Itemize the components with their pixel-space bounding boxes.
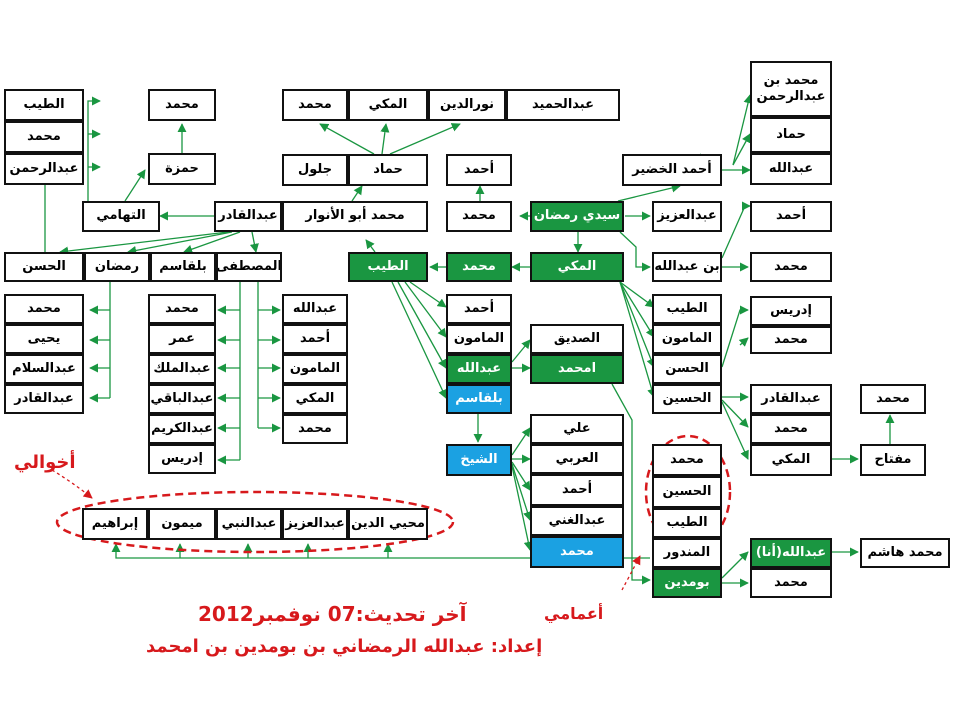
node-mekki-top: المكي (348, 89, 428, 121)
node-abdallah-r: عبدالله (750, 153, 832, 185)
node-belkacem-left: بلقاسم (150, 252, 216, 282)
node-abdelkader-rr: عبدالقادر (750, 384, 832, 414)
node-tayeb-u3: الطيب (652, 508, 722, 538)
node-mohamed-u1: محمد (652, 444, 722, 476)
node-ahmed-top: أحمد (446, 154, 512, 186)
node-abdelhamid: عبدالحميد (506, 89, 620, 121)
node-mohamed-hachem: محمد هاشم (860, 538, 950, 568)
node-ahmed-t1: أحمد (446, 294, 512, 324)
node-tayeb-top: الطيب (4, 89, 84, 121)
node-houcine-rr: الحسين (652, 384, 722, 414)
node-tuhami: التهامي (82, 201, 160, 232)
node-mohamed-c5: محمد (530, 536, 624, 568)
node-abdelaziz-r: عبدالعزيز (652, 201, 722, 232)
node-tayeb-rr: الطيب (652, 294, 722, 324)
node-mohamed-rr2: محمد (750, 326, 832, 354)
node-mamoun-rr: المامون (652, 324, 722, 354)
node-mohamed-l1: محمد (4, 294, 84, 324)
node-mandour: المندور (652, 538, 722, 568)
node-ahmed-m2: أحمد (282, 324, 348, 354)
node-mohamed-top: محمد (282, 89, 348, 121)
red-arrows (51, 469, 641, 591)
node-abdelkader-mid: عبدالقادر (214, 201, 282, 232)
node-mohamed-hamza-top: محمد (148, 89, 216, 121)
node-abderrahmane-tl: عبدالرحمن (4, 153, 84, 185)
node-mekki-center: المكي (530, 252, 624, 282)
node-houcine-u2: الحسين (652, 476, 722, 508)
node-idriss-b6: إدريس (148, 444, 216, 474)
node-sidi-ramdane: سيدي رمضان (530, 201, 624, 232)
node-mohamed-mid: محمد (446, 201, 512, 232)
node-mohamed-b1: محمد (148, 294, 216, 324)
connector-lines (44, 94, 895, 588)
node-abdelkader-l4: عبدالقادر (4, 384, 84, 414)
node-hamad: حماد (348, 154, 428, 186)
node-abdallah-ana: عبدالله(أنا) (750, 538, 832, 568)
node-mohamed-m5: محمد (282, 414, 348, 444)
node-abdallah-t3: عبدالله (446, 354, 512, 384)
node-moftah: مفتاح (860, 444, 926, 476)
node-maimoun: ميمون (148, 508, 216, 540)
node-boumediene: بومدين (652, 568, 722, 598)
label-paternal-uncles: أعمامي (544, 604, 604, 623)
node-ben-abdallah: بن عبدالله (652, 252, 722, 282)
node-ahmed-khedir: أحمد الخضير (622, 154, 722, 186)
node-idriss-rr: إدريس (750, 296, 832, 326)
node-mohamed-far: محمد (860, 384, 926, 414)
node-abdennabi: عبدالنبي (216, 508, 282, 540)
node-abdelaziz-m: عبدالعزيز (282, 508, 348, 540)
node-mustapha: المصطفى (216, 252, 282, 282)
node-mamoun-t2: المامون (446, 324, 512, 354)
node-jalloul: جلول (282, 154, 348, 186)
node-belkacem-t4: بلقاسم (446, 384, 512, 414)
node-ahmed-r: أحمد (750, 201, 832, 232)
node-ahmed-c3: أحمد (530, 474, 624, 506)
node-abdelghani: عبدالغني (530, 506, 624, 536)
node-hamza: حمزة (148, 153, 216, 185)
node-yahia: يحيى (4, 324, 84, 354)
node-mekki-m4: المكي (282, 384, 348, 414)
node-abdelbaki: عبدالباقي (148, 384, 216, 414)
label-last-update: آخر تحديث:07 نوفمبر2012 (198, 602, 467, 626)
node-mohamed-rr3: محمد (750, 414, 832, 444)
node-abdelkarim: عبدالكريم (148, 414, 216, 444)
node-amhamed: امحمد (530, 354, 624, 384)
red-annotations (55, 434, 732, 554)
node-mamoun-m3: المامون (282, 354, 348, 384)
node-noureddine: نورالدين (428, 89, 506, 121)
node-mahieddine: محيي الدين (348, 508, 428, 540)
node-mohamed-abouanwar: محمد أبو الأنوار (282, 201, 428, 232)
node-larbi: العربي (530, 444, 624, 474)
node-tayeb-center: الطيب (348, 252, 428, 282)
node-hassan-rr: الحسن (652, 354, 722, 384)
label-maternal-uncles: أخوالي (14, 452, 76, 473)
node-abdallah-m1: عبدالله (282, 294, 348, 324)
node-cheikh: الشيخ (446, 444, 512, 476)
node-mohamed-bm2: محمد (750, 568, 832, 598)
node-mohamed-center: محمد (446, 252, 512, 282)
paternal-uncles-ellipse (644, 434, 732, 550)
node-abdessalam: عبدالسلام (4, 354, 84, 384)
maternal-uncles-ellipse (55, 490, 455, 554)
node-seddik: الصديق (530, 324, 624, 354)
node-mohamed-tl: محمد (4, 121, 84, 153)
node-hammad-r: حماد (750, 117, 832, 153)
node-omar: عمر (148, 324, 216, 354)
node-mohamed-ben-abderrahmane: محمد بن عبدالرحمن (750, 61, 832, 117)
node-mohamed-r-row: محمد (750, 252, 832, 282)
label-prepared-by: إعداد: عبدالله الرمضاني بن بومدين بن امح… (146, 636, 543, 657)
node-ali: علي (530, 414, 624, 444)
node-ibrahim: إبراهيم (82, 508, 148, 540)
node-abdelmalek: عبدالملك (148, 354, 216, 384)
node-ramdane-left: رمضان (84, 252, 150, 282)
node-hassan-left: الحسن (4, 252, 84, 282)
node-mekki-rr: المكي (750, 444, 832, 476)
